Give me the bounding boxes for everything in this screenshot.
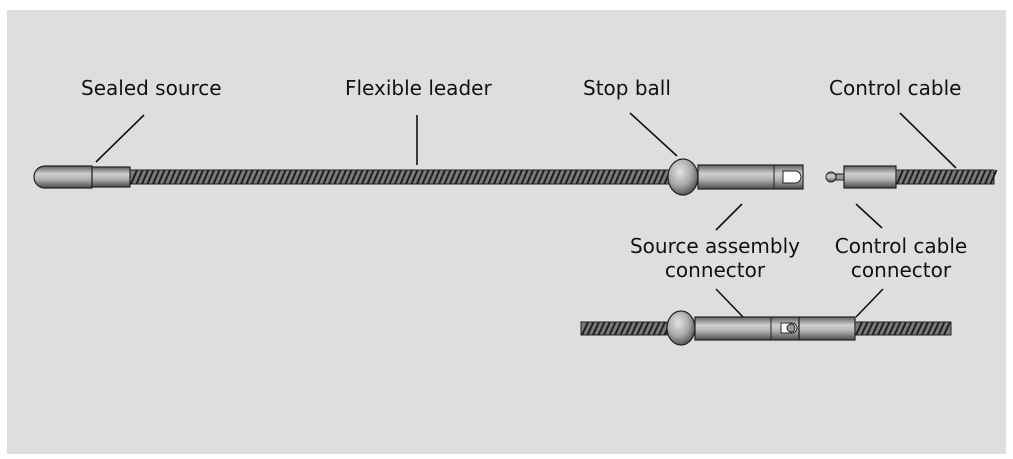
connected-assembly [580,310,952,346]
leader-line-control-connector-bottom [855,288,884,318]
label-stop-ball: Stop ball [583,76,671,100]
flexible-leader-cable [129,169,672,185]
control-cable-connector [825,165,897,189]
source-assembly-connector [697,164,804,190]
stop-ball [667,158,699,196]
label-flexible-leader: Flexible leader [345,76,492,100]
leader-line-control-connector-top [855,203,883,229]
leader-line-stop-ball [629,112,678,157]
label-source-assembly-connector-line1: Source assembly [629,234,801,258]
leader-line-sealed-source [95,114,145,163]
diagram-panel [7,10,1006,454]
label-sealed-source: Sealed source [81,76,222,100]
label-source-assembly-connector: Source assembly connector [620,234,810,282]
control-cable-segment [854,321,952,336]
leader-line-source-connector-top [715,203,743,231]
leader-line-source-connector-bottom [715,288,744,318]
label-control-cable-connector: Control cable connector [818,234,984,282]
stop-ball-connected [666,310,696,346]
control-cable-connector-connected [798,316,856,341]
sealed-source-capsule [33,165,131,189]
label-control-cable: Control cable [829,76,962,100]
leader-line-control-cable [899,112,957,169]
leader-lines [95,112,957,318]
top-assembly [33,158,998,196]
label-control-cable-connector-line2: connector [850,258,952,282]
control-cable [895,169,998,185]
leader-cable-segment [580,321,672,336]
source-assembly-connector-connected [694,316,800,341]
label-source-assembly-connector-line2: connector [664,258,766,282]
label-control-cable-connector-line1: Control cable [834,234,968,258]
